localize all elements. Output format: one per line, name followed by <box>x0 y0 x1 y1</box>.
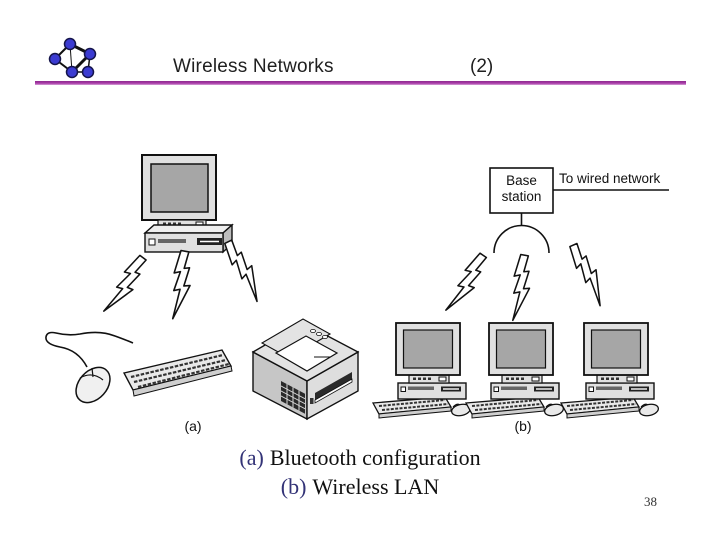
bolt-icon <box>510 253 533 323</box>
keyboard-drawing <box>122 349 233 397</box>
wlan-radio-bolts <box>443 240 614 323</box>
wireless-pc-3 <box>560 322 661 419</box>
diagram-label-b: (b) <box>514 418 531 434</box>
printer-drawing <box>251 318 360 421</box>
bluetooth-computer-drawing <box>141 154 234 254</box>
network-graph-logo-icon <box>48 37 97 79</box>
page-number: 38 <box>644 494 657 509</box>
caption-b-prefix: (b) <box>280 474 307 499</box>
wireless-pc-2 <box>465 322 566 419</box>
wired-network-label: To wired network <box>559 171 661 186</box>
bolt-icon <box>443 250 491 318</box>
caption-b-text: Wireless LAN <box>312 474 440 499</box>
caption-a-text: Bluetooth configuration <box>269 445 481 470</box>
caption-a-prefix: (a) <box>239 445 264 470</box>
caption-line-a: (a)Bluetooth configuration <box>0 443 720 472</box>
bolt-icon <box>219 236 271 304</box>
figure-caption: (a)Bluetooth configuration (b)Wireless L… <box>0 443 720 501</box>
header-divider <box>35 81 686 85</box>
mouse-drawing <box>45 331 134 404</box>
antenna-dome-arc <box>493 224 550 254</box>
bolt-icon <box>564 240 614 308</box>
diagram-label-a: (a) <box>184 418 201 434</box>
base-station-label-line2: station <box>502 189 542 204</box>
bolt-icon <box>101 252 151 320</box>
wireless-pc-1 <box>372 322 473 419</box>
bolt-icon <box>170 249 194 321</box>
caption-line-b: (b)Wireless LAN <box>0 472 720 501</box>
slide-number-marker: (2) <box>470 56 494 77</box>
page-title: Wireless Networks <box>173 56 334 77</box>
base-station-label-line1: Base <box>506 173 537 188</box>
base-station-drawing: Base station To wired network <box>489 167 669 254</box>
